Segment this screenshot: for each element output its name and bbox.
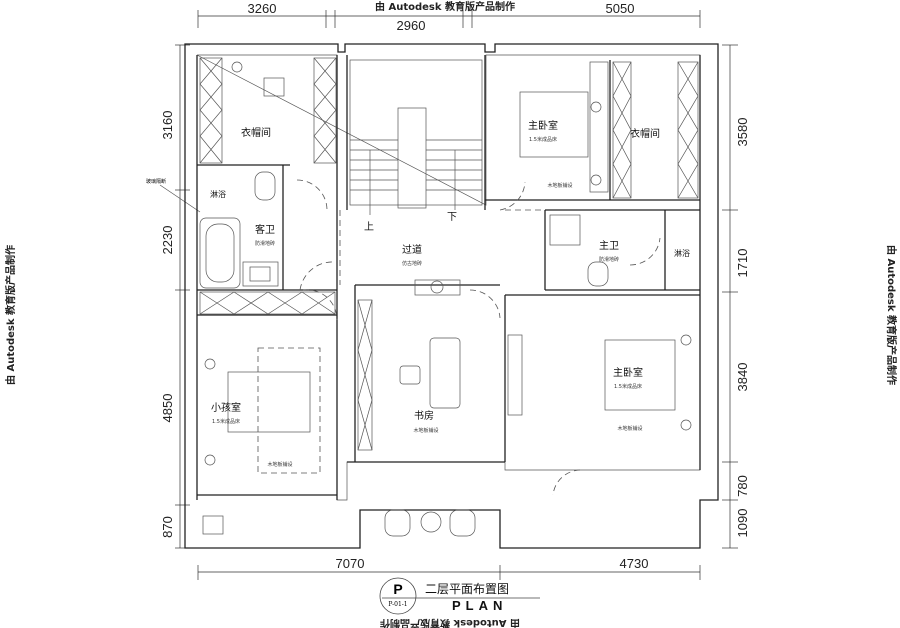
master-top-bed: 1.5米成品床: [529, 136, 557, 143]
dimension-left: 3160 2230 4850 870 玻璃隔断: [146, 44, 201, 549]
master-top-floor: 木地板铺设: [547, 182, 572, 189]
room-kids: 小孩室: [211, 401, 241, 414]
dimension-bottom: 7070 4730: [197, 556, 701, 580]
master-bottom-bed: 1.5米成品床: [614, 383, 642, 390]
dim-left-1: 3160: [160, 111, 175, 140]
watermark-right: 由 Autodesk 教育版产品制作: [885, 245, 898, 385]
dim-right-1: 3580: [735, 118, 750, 147]
room-corridor: 过道: [402, 243, 422, 256]
watermark-bottom: 由 Autodesk 教育版产品制作: [380, 617, 520, 628]
dim-right-3: 3840: [735, 363, 750, 392]
study-floor: 木地板铺设: [413, 427, 438, 434]
stair-down-label: 下: [447, 212, 457, 223]
dim-left-2: 2230: [160, 226, 175, 255]
watermark-left: 由 Autodesk 教育版产品制作: [4, 245, 17, 385]
outer-walls: [184, 43, 719, 549]
dim-top-2: 2960: [397, 18, 426, 33]
room-cloak-left: 衣帽间: [241, 126, 271, 139]
dim-left-4: 870: [160, 516, 175, 538]
guest-bath-floor: 防滑地砖: [255, 240, 275, 247]
room-master-bath: 主卫: [599, 240, 619, 252]
kids-bed: 1.5米成品床: [212, 418, 240, 425]
dim-bottom-1: 7070: [336, 556, 365, 571]
staircase: [349, 59, 483, 215]
dimension-right: 3580 1710 3840 780 1090: [722, 44, 750, 549]
master-bath-floor: 防滑地砖: [599, 256, 619, 263]
sheet-number: P-01-1: [388, 601, 407, 608]
fixtures: [199, 61, 692, 537]
dimension-top: 3260 2960 5050: [197, 1, 701, 33]
dim-top-1: 3260: [248, 1, 277, 16]
room-master-bottom: 主卧室: [613, 366, 643, 379]
dim-right-4: 780: [735, 475, 750, 497]
drawing-title: 二层平面布置图: [425, 582, 509, 596]
room-shower-right: 淋浴: [674, 248, 690, 258]
glass-note: 玻璃隔断: [146, 178, 166, 185]
dim-right-2: 1710: [735, 249, 750, 278]
master-bottom-floor: 木地板铺设: [617, 425, 642, 432]
dim-bottom-2: 4730: [620, 556, 649, 571]
dim-top-3: 5050: [606, 1, 635, 16]
room-shower-left: 淋浴: [210, 189, 226, 199]
drawing-subtitle: PLAN: [452, 598, 507, 613]
doors: [296, 179, 661, 496]
room-cloak-right: 衣帽间: [630, 127, 660, 140]
title-symbol: P: [393, 581, 402, 597]
dim-right-5: 1090: [735, 509, 750, 538]
wardrobes: [199, 57, 699, 451]
stair-up-label: 上: [364, 221, 374, 233]
title-block: P P-01-1 二层平面布置图 PLAN: [379, 577, 540, 615]
watermark-top: 由 Autodesk 教育版产品制作: [375, 0, 515, 13]
corridor-floor: 仿古地砖: [402, 260, 422, 267]
kids-floor: 木地板铺设: [267, 461, 292, 468]
room-master-top: 主卧室: [528, 119, 558, 132]
room-study: 书房: [414, 409, 434, 422]
room-guest-bath: 客卫: [255, 223, 275, 236]
dim-left-3: 4850: [160, 394, 175, 423]
